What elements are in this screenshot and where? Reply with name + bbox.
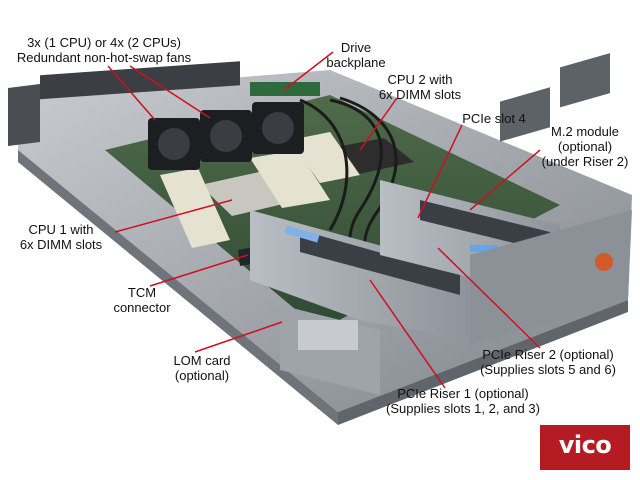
label-m2-module-line3: (under Riser 2) [541,154,629,169]
blue-latch [284,225,320,243]
leader-fans [129,65,211,119]
label-riser2: PCIe Riser 2 (optional) (Supplies slots … [462,347,634,377]
fan-row [148,82,320,170]
label-tcm: TCM connector [100,285,184,315]
dimm-bank-3 [290,132,360,183]
brand-logo: vico [540,425,630,470]
leader-lines [107,51,541,389]
brand-logo-text: vico [558,431,612,459]
label-riser2-line2: (Supplies slots 5 and 6) [480,362,616,377]
dimm-bank-1 [160,168,230,248]
label-fans-line1: 3x (1 CPU) or 4x (2 CPUs) [27,35,181,50]
label-m2-module-line2: (optional) [557,139,613,154]
label-drive-backplane-line1: Drive [340,40,372,55]
label-fans: 3x (1 CPU) or 4x (2 CPUs) Redundant non-… [4,35,204,65]
label-tcm-line2: connector [113,300,171,315]
front-bezel [8,84,40,146]
fan-hub [210,120,242,152]
leader-backplane [283,51,334,91]
label-lom-line1: LOM card [173,353,231,368]
label-lom: LOM card (optional) [160,353,244,383]
psu [560,53,610,108]
dimm-bank-2 [250,150,330,208]
label-riser1-line1: PCIe Riser 1 (optional) [397,386,529,401]
leader-cpu1 [114,199,233,233]
riser-2-card [420,200,550,252]
leader-tcm [149,254,249,287]
label-pcie-slot4: PCIe slot 4 [446,111,542,126]
fan-hub [262,112,294,144]
leader-riser2 [437,247,541,349]
label-m2-module: M.2 module (optional) (under Riser 2) [534,124,636,169]
label-pcie-slot4-line1: PCIe slot 4 [462,111,526,126]
label-drive-backplane: Drive backplane [318,40,394,70]
risers [250,53,632,395]
label-lom-line2: (optional) [174,368,230,383]
label-cpu1-line1: CPU 1 with [28,222,94,237]
label-riser2-line1: PCIe Riser 2 (optional) [482,347,614,362]
psu [500,87,550,142]
leader-fans [107,65,156,121]
riser-1-card [300,230,460,295]
leader-cpu2 [359,97,398,151]
blue-latch [470,245,498,252]
psu-handle [595,253,613,271]
chassis-front-wall [18,150,338,425]
rear-panel [470,210,632,345]
fan-hub [158,128,190,160]
label-cpu2-line2: 6x DIMM slots [378,87,462,102]
cable [299,98,349,231]
label-cpu1: CPU 1 with 6x DIMM slots [6,222,116,252]
lom-ports [298,320,358,350]
label-riser1-line2: (Supplies slots 1, 2, and 3) [386,401,540,416]
label-riser1: PCIe Riser 1 (optional) (Supplies slots … [365,386,561,416]
label-drive-backplane-line2: backplane [326,55,386,70]
label-cpu1-line2: 6x DIMM slots [19,237,103,252]
label-tcm-line1: TCM [127,285,157,300]
leader-pcie4 [417,124,463,219]
leader-lom [194,321,283,353]
chassis-side-wall [338,300,628,425]
label-m2-module-line1: M.2 module [551,124,619,139]
label-fans-line2: Redundant non-hot-swap fans [16,50,192,65]
leader-riser1 [369,279,446,389]
drive-cage [40,61,240,100]
label-cpu2-line1: CPU 2 with [387,72,453,87]
leader-m2 [469,149,541,211]
label-cpu2: CPU 2 with 6x DIMM slots [370,72,470,102]
